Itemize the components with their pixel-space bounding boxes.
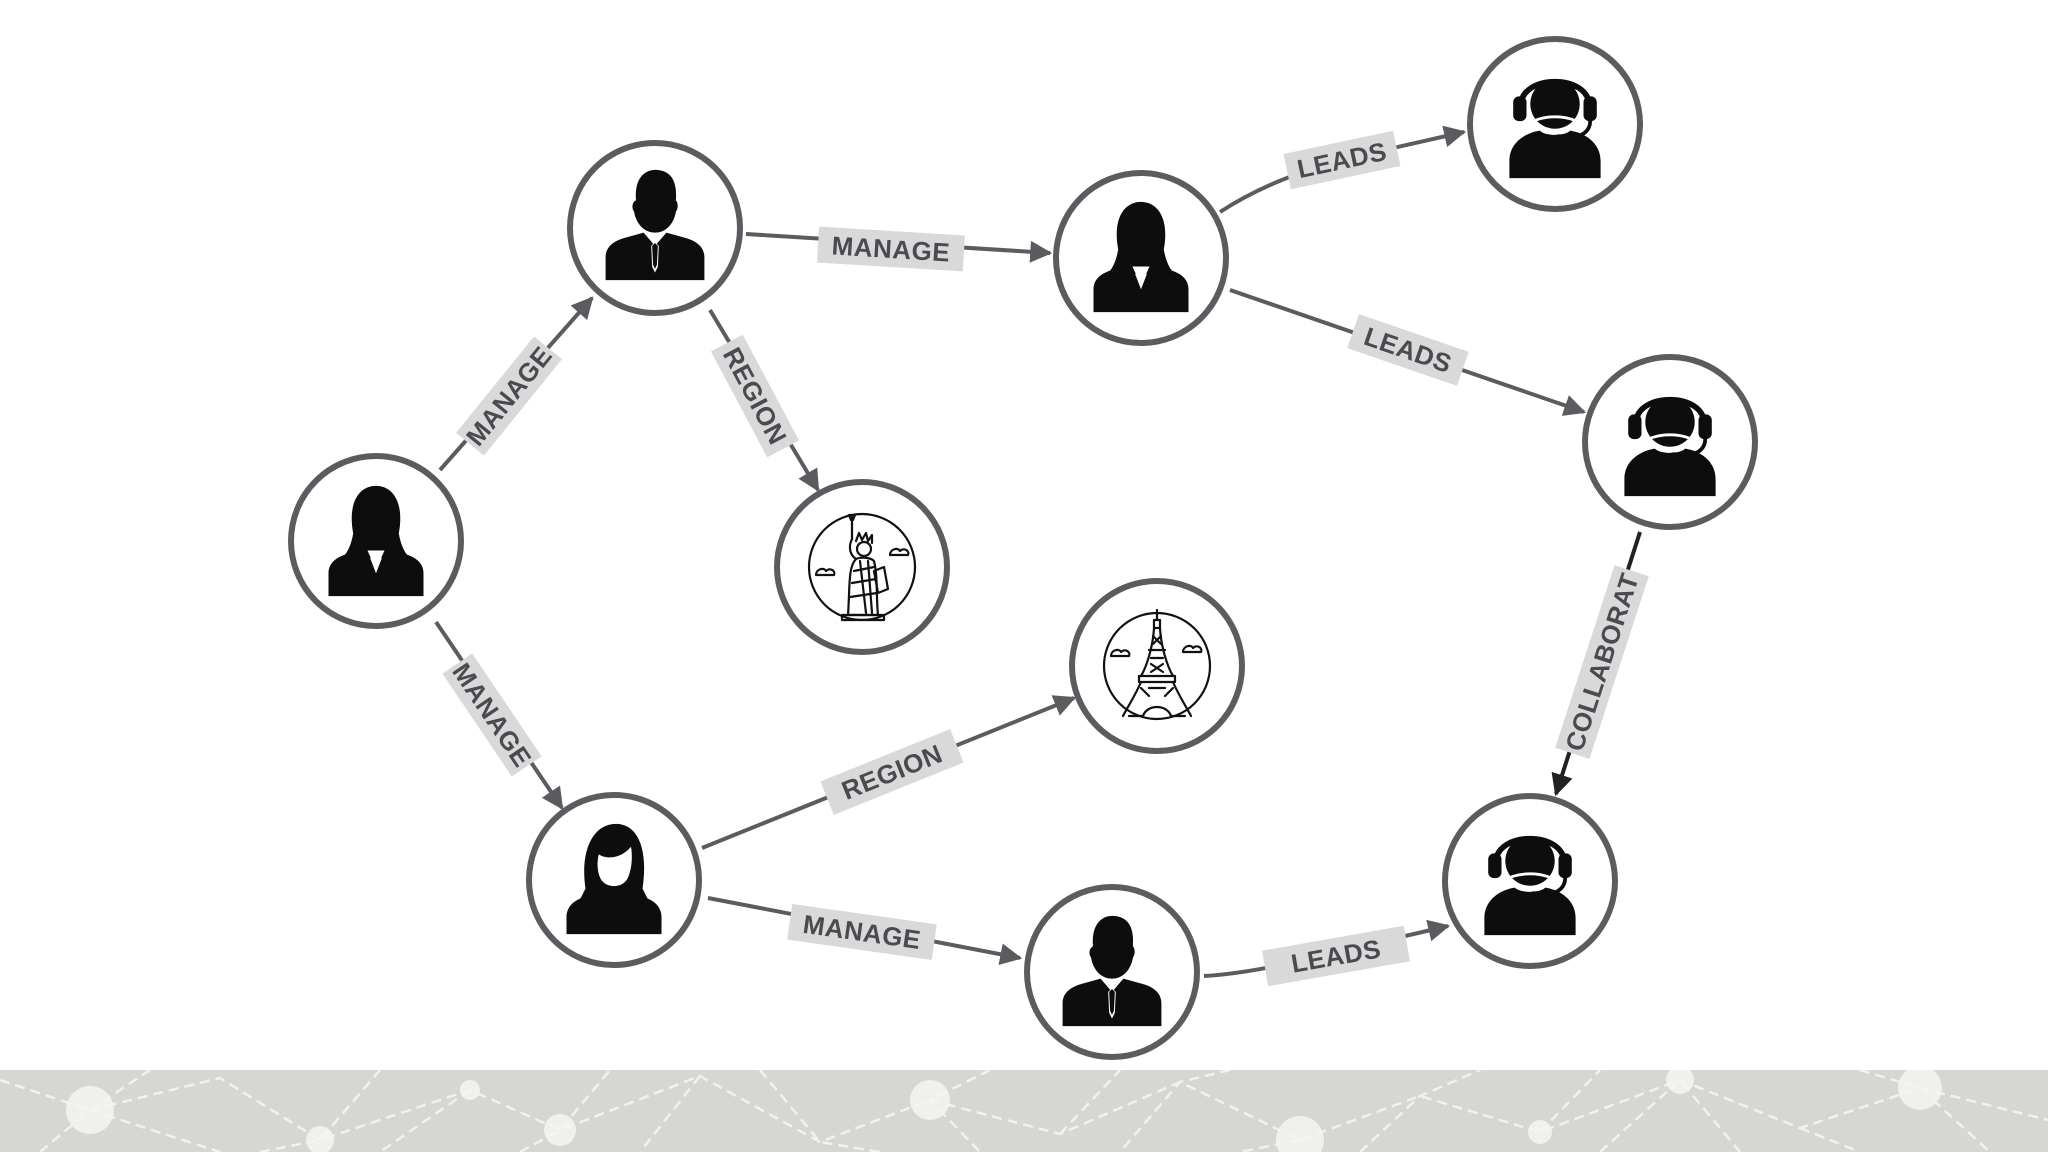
edge-label-text: REGION <box>837 738 946 805</box>
edge-manage-4: MANAGE <box>707 896 1023 966</box>
nodes <box>288 36 1758 1060</box>
edge-label-text: MANAGE <box>831 230 951 267</box>
node-agent-3[interactable] <box>1442 793 1618 969</box>
node-manager-woman-bottom[interactable] <box>526 792 702 968</box>
node-manager-man-bottom[interactable] <box>1024 884 1200 1060</box>
edge-label-text: LEADS <box>1360 321 1455 379</box>
node-manager-man[interactable] <box>567 140 743 316</box>
edge-manage-1: MANAGE <box>438 296 594 472</box>
edge-leads-1: LEADS <box>1218 125 1467 214</box>
node-exec-woman[interactable] <box>288 453 464 629</box>
edge-region-2: REGION <box>701 695 1077 850</box>
node-agent-1[interactable] <box>1467 36 1643 212</box>
edge-label: MANAGE <box>455 336 563 456</box>
edge-region-1: REGION <box>708 308 820 492</box>
edge-label: LEADS <box>1283 130 1401 190</box>
edge-manage-2: MANAGE <box>434 620 564 810</box>
edge-label-text: MANAGE <box>460 340 558 451</box>
edge-label: COLLABORAT <box>1555 565 1649 759</box>
edge-label: MANAGE <box>817 226 965 272</box>
edge-label: LEADS <box>1261 925 1411 987</box>
node-agent-2[interactable] <box>1582 354 1758 530</box>
node-new-york[interactable] <box>774 479 950 655</box>
edge-collaborate: COLLABORAT <box>1551 531 1649 797</box>
edge-leads-3: LEADS <box>1203 919 1451 987</box>
edge-label: REGION <box>710 334 800 458</box>
edge-label: LEADS <box>1347 314 1469 386</box>
edge-label-text: COLLABORAT <box>1559 569 1645 754</box>
footer-network-banner <box>0 1070 2048 1152</box>
edge-leads-2: LEADS <box>1229 288 1587 416</box>
edge-label-text: MANAGE <box>446 657 537 772</box>
node-paris[interactable] <box>1069 578 1245 754</box>
edge-label: REGION <box>820 729 964 815</box>
edge-label: MANAGE <box>787 904 937 960</box>
edge-manage-3: MANAGE <box>745 226 1053 272</box>
edge-label: MANAGE <box>442 653 542 777</box>
node-manager-woman-top[interactable] <box>1053 170 1229 346</box>
